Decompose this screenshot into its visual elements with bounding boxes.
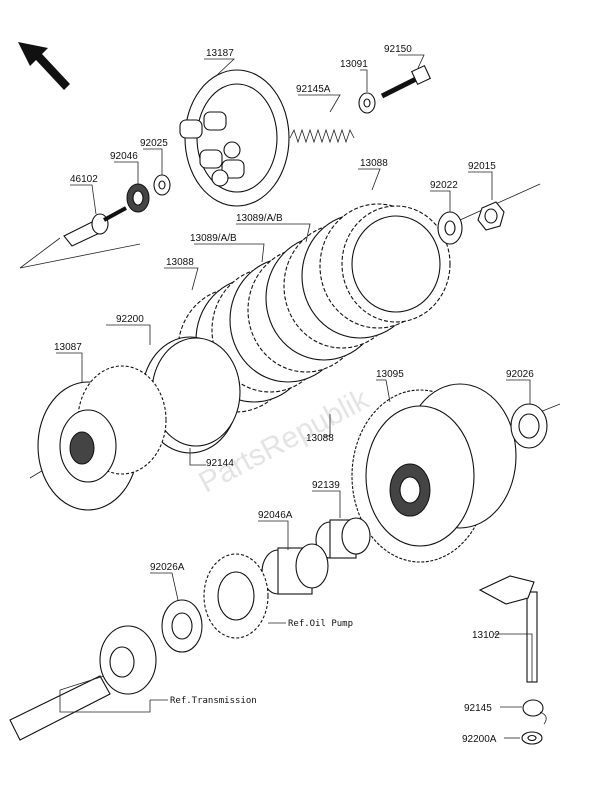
clutch-housing-13095 xyxy=(351,383,517,563)
label-13087: 13087 xyxy=(54,342,82,353)
label-13187: 13187 xyxy=(206,48,234,59)
direction-arrow-icon xyxy=(18,42,70,90)
label-92026A: 92026A xyxy=(150,562,185,573)
label-92015: 92015 xyxy=(468,161,496,172)
washer-92025 xyxy=(153,174,171,196)
push-rod-46102 xyxy=(63,206,127,247)
bearing-92046 xyxy=(126,183,150,213)
needle-bearing-92046A xyxy=(261,543,329,595)
label-92026: 92026 xyxy=(506,369,534,380)
label-13089-a: 13089/A/B xyxy=(236,213,283,224)
oil-pump-gear xyxy=(203,553,269,639)
washer-92026 xyxy=(510,403,548,449)
collar-92026A xyxy=(161,599,203,653)
label-92025: 92025 xyxy=(140,138,168,149)
label-13095: 13095 xyxy=(376,369,404,380)
ref-transmission: Ref.Transmission xyxy=(170,696,257,706)
wire-ring-92200 xyxy=(141,336,241,454)
label-92139: 92139 xyxy=(312,480,340,491)
spring-92145A xyxy=(289,128,355,144)
spring-holder-13091 xyxy=(358,92,376,114)
pressure-plate-13187 xyxy=(179,69,290,207)
ref-oil-pump: Ref.Oil Pump xyxy=(288,619,353,629)
nut-92015 xyxy=(477,201,505,231)
label-92046: 92046 xyxy=(110,151,138,162)
clutch-hub-13087 xyxy=(37,365,167,511)
label-92046A: 92046A xyxy=(258,510,293,521)
label-92144: 92144 xyxy=(206,458,234,469)
label-13089-b: 13089/A/B xyxy=(190,233,237,244)
spring-92145 xyxy=(522,699,547,725)
label-92145: 92145 xyxy=(464,703,492,714)
label-92150: 92150 xyxy=(384,44,412,55)
label-46102: 46102 xyxy=(70,174,98,185)
bolt-92150 xyxy=(380,64,432,99)
label-92022: 92022 xyxy=(430,180,458,191)
label-13088-left: 13088 xyxy=(166,257,194,268)
washer-92200A xyxy=(521,731,543,745)
release-shaft-13102 xyxy=(478,575,538,683)
label-13102: 13102 xyxy=(472,630,500,641)
label-92200: 92200 xyxy=(116,314,144,325)
label-13091: 13091 xyxy=(340,59,368,70)
sleeve-92139 xyxy=(315,517,371,559)
label-13088-top: 13088 xyxy=(360,158,388,169)
label-92145A: 92145A xyxy=(296,84,331,95)
leader-lines xyxy=(56,54,533,739)
washer-92022 xyxy=(437,211,463,245)
label-92200A: 92200A xyxy=(462,734,497,745)
label-13088-bottom: 13088 xyxy=(306,433,334,444)
